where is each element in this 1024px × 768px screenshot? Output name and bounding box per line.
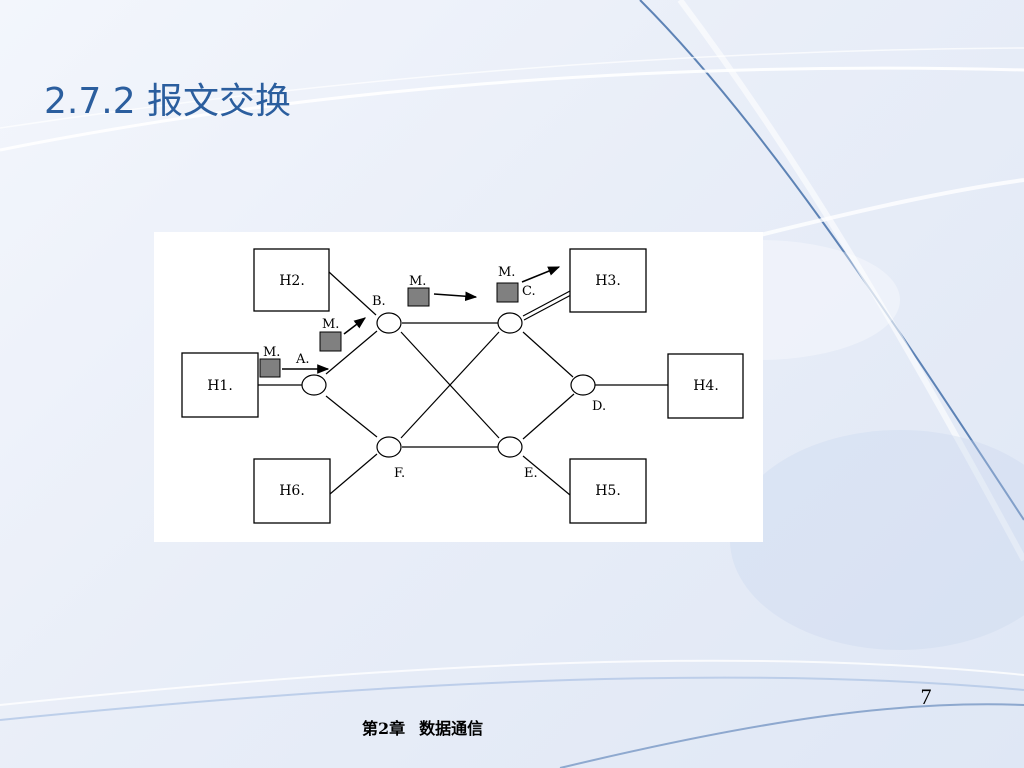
arrow-a-to-b (343, 317, 366, 335)
host-h3: H3. (569, 248, 647, 313)
host-h2: H2. (253, 248, 330, 312)
host-h3-label: H3. (595, 273, 621, 289)
node-a: A. (295, 352, 327, 396)
host-h6: H6. (253, 458, 331, 524)
link-h6-f (329, 453, 378, 495)
message-at-c: M. (496, 265, 519, 303)
message-label: M. (498, 265, 515, 280)
arrow-b-to-c (433, 291, 478, 302)
host-h5: H5. (569, 458, 647, 524)
node-a-label: A. (295, 352, 310, 367)
transfer-arrows (282, 266, 561, 374)
message-switching-diagram: H1. H2. H3. H4. H5. H6. A. B. (154, 232, 763, 542)
node-d: D. (570, 374, 606, 414)
host-h2-label: H2. (279, 273, 305, 289)
link-f-c (400, 331, 500, 439)
link-a-b (325, 330, 378, 375)
link-a-f (325, 395, 378, 438)
link-e-h5 (522, 455, 571, 496)
host-h6-label: H6. (279, 483, 305, 499)
node-e-label: E. (524, 466, 538, 481)
message-at-h1: M. (259, 345, 281, 378)
node-c-label: C. (522, 284, 536, 299)
page-number: 7 (920, 684, 932, 709)
host-h4: H4. (667, 353, 744, 419)
message-at-b: M. (407, 274, 430, 307)
message-label: M. (409, 274, 426, 289)
link-h2-b (328, 271, 377, 316)
host-h1: H1. (181, 352, 259, 418)
footer-subject: 数据通信 (419, 719, 484, 738)
node-e: E. (497, 436, 538, 481)
slide-title: 2.7.2 报文交换 (44, 81, 292, 122)
link-e-d (522, 393, 575, 440)
arrow-c-to-h3 (521, 266, 561, 283)
network-diagram-svg: H1. H2. H3. H4. H5. H6. A. B. (181, 248, 744, 524)
node-b-label: B. (372, 294, 386, 309)
node-d-label: D. (592, 399, 606, 414)
link-c-h3-top (522, 290, 571, 317)
message-at-a: M. (319, 317, 342, 352)
host-h4-label: H4. (693, 378, 719, 394)
host-h5-label: H5. (595, 483, 621, 499)
link-c-d (522, 331, 574, 378)
node-c: C. (497, 284, 536, 334)
node-f-label: F. (394, 466, 405, 481)
node-b: B. (372, 294, 402, 334)
link-c-h3-bottom (523, 294, 572, 321)
network-links (258, 271, 668, 496)
message-label: M. (322, 317, 339, 332)
message-label: M. (263, 345, 280, 360)
slide-footer: 第2章数据通信 (362, 715, 483, 739)
node-f: F. (376, 436, 405, 481)
host-h1-label: H1. (207, 378, 233, 394)
footer-chapter: 第2章 (362, 719, 406, 738)
